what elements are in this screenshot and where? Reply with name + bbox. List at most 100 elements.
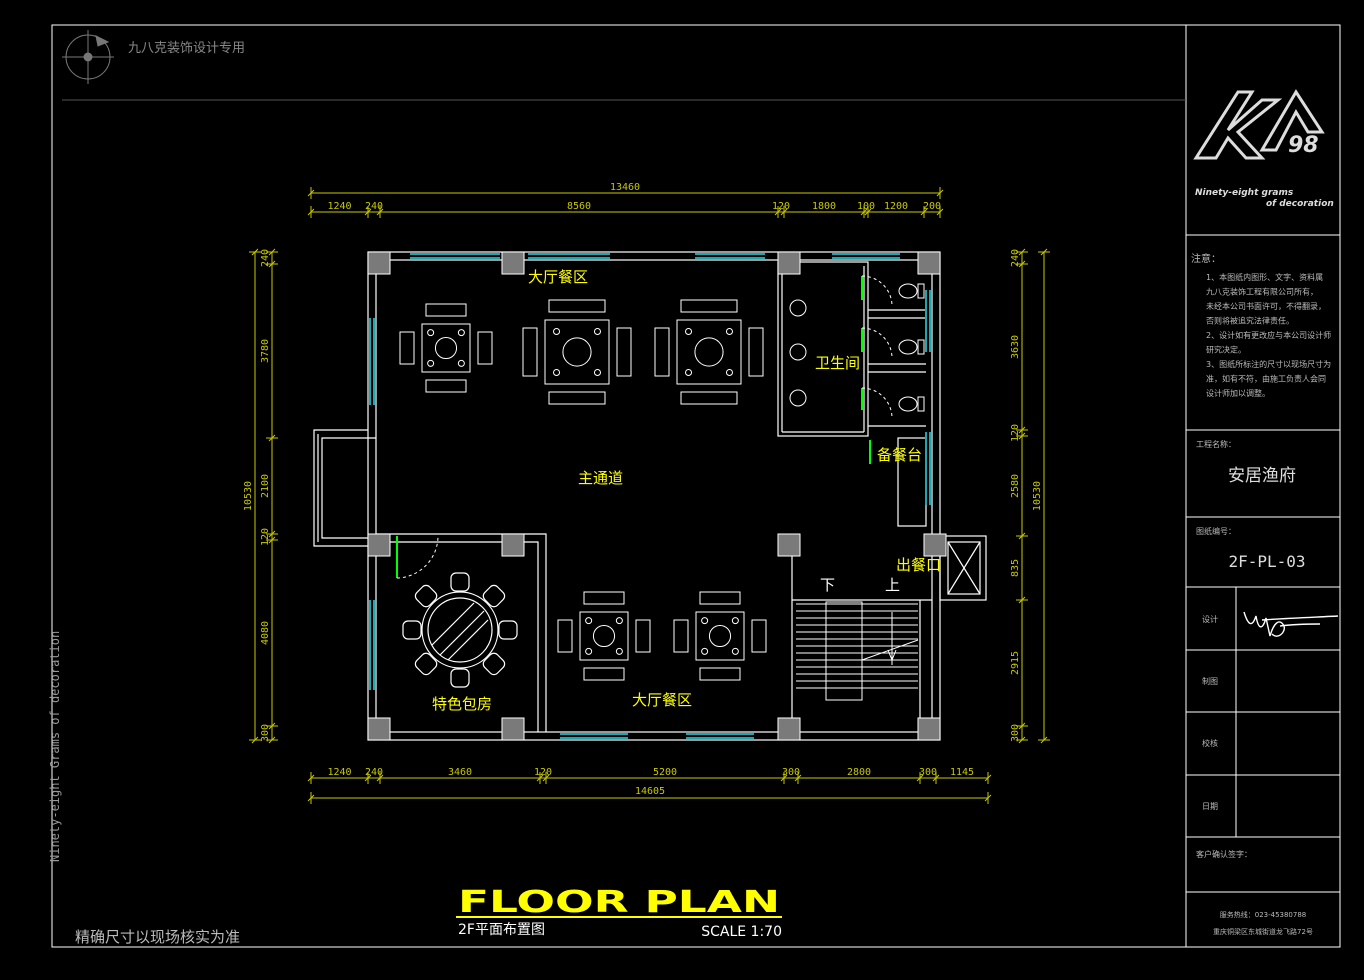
chair-icon — [402, 620, 422, 640]
window-icon — [686, 733, 754, 739]
title-block: 工程名称： 安居渔府 图纸编号： 2F-PL-03 设计 制图 校核 日期 客户… — [1196, 439, 1339, 936]
column — [777, 717, 801, 741]
room-labels: 大厅餐区 卫生间 主通道 备餐台 出餐口 特色包房 大厅餐区 下 上 — [432, 268, 941, 713]
label-hall-bottom: 大厅餐区 — [632, 691, 692, 709]
note-line: 未经本公司书面许可，不得翻录， — [1206, 301, 1326, 311]
dimension-label: 1240 — [327, 767, 351, 778]
toilet-icon — [898, 283, 925, 412]
column — [777, 533, 801, 557]
dimension-label: 240 — [365, 201, 383, 212]
project-name: 安居渔府 — [1228, 466, 1296, 486]
note-line: 九八克装饰工程有限公司所有， — [1206, 287, 1318, 297]
window-icon — [925, 290, 931, 352]
dimension-label: 120 — [260, 528, 271, 546]
dining-table-icon — [522, 299, 632, 405]
project-label: 工程名称： — [1196, 439, 1236, 449]
note-line: 准，如有不符，由施工负责人会同 — [1206, 374, 1326, 384]
dimension-label: 10530 — [1032, 481, 1043, 511]
watermark-vertical: Ninety-eight Grams of decoration — [48, 631, 62, 862]
dining-table-icon — [654, 299, 764, 405]
column — [501, 533, 525, 557]
watermark: 九八克装饰设计专用 Ninety-eight Grams of decorati… — [48, 30, 245, 862]
column — [917, 251, 941, 275]
chair-icon — [482, 584, 506, 608]
window-icon — [369, 318, 375, 405]
floor-plan: 大厅餐区 卫生间 主通道 备餐台 出餐口 特色包房 大厅餐区 下 上 — [313, 251, 987, 741]
window-icon — [925, 432, 931, 505]
dimension-label: 2100 — [260, 474, 271, 498]
dimension-label: 300 — [782, 767, 800, 778]
drawing-no: 2F-PL-03 — [1228, 552, 1305, 571]
column — [917, 717, 941, 741]
label-restroom: 卫生间 — [815, 354, 860, 372]
dimension-label: 240 — [1010, 249, 1021, 267]
watermark-company: 九八克装饰设计专用 — [128, 41, 245, 56]
dining-table-icon — [673, 591, 767, 681]
column — [923, 533, 947, 557]
structural-columns — [367, 251, 947, 741]
sink-icon — [789, 299, 807, 407]
window-icon — [369, 600, 375, 690]
signature-icon — [1243, 611, 1339, 637]
logo-tagline-1: Ninety-eight grams — [1195, 188, 1294, 198]
column — [367, 251, 391, 275]
label-stairs-up: 上 — [885, 576, 900, 594]
window-icon — [560, 733, 628, 739]
window-icon — [832, 253, 900, 259]
dimension-label: 4080 — [260, 621, 271, 645]
plan-title: FLOOR PLAN — [458, 885, 780, 920]
dimension-lines — [249, 187, 1050, 804]
date-label: 日期 — [1202, 802, 1218, 811]
column — [501, 717, 525, 741]
chair-icon — [450, 668, 470, 688]
footer: 精确尺寸以现场核实为准 FLOOR PLAN 2F平面布置图 SCALE 1:7… — [75, 885, 782, 946]
dimension-label: 1200 — [884, 201, 908, 212]
staircase — [796, 601, 919, 701]
label-main-aisle: 主通道 — [578, 469, 623, 487]
dimension-label: 5200 — [653, 767, 677, 778]
restroom-fixtures — [789, 283, 925, 412]
logo-mark-icon — [1193, 89, 1325, 160]
dining-table-icon — [557, 591, 651, 681]
dimension-label: 13460 — [610, 182, 640, 193]
window-icon — [528, 253, 610, 259]
check-label: 校核 — [1202, 738, 1218, 748]
round-table-icon — [421, 591, 499, 669]
chair-icon — [498, 620, 518, 640]
plan-scale: SCALE 1:70 — [701, 924, 782, 940]
dimension-label: 3460 — [448, 767, 472, 778]
dimension-label: 300 — [1010, 724, 1021, 742]
dimension-label: 120 — [1010, 424, 1021, 442]
company-logo: 98 Ninety-eight grams of decoration — [1193, 89, 1334, 209]
note-line: 1、本图纸内图形、文字、资料属 — [1206, 272, 1323, 282]
drawing-no-label: 图纸编号： — [1196, 526, 1236, 536]
dimension-label: 835 — [1010, 559, 1021, 577]
logo-tagline-2: of decoration — [1266, 199, 1334, 209]
dimension-label: 100 — [857, 201, 875, 212]
dimension-label: 2580 — [1010, 474, 1021, 498]
column — [501, 251, 525, 275]
column — [367, 533, 391, 557]
plan-subtitle: 2F平面布置图 — [458, 922, 545, 938]
restroom-door-icon — [861, 275, 893, 464]
notes-heading: 注意： — [1191, 252, 1221, 265]
label-private-room: 特色包房 — [432, 695, 492, 713]
dimension-label: 1800 — [812, 201, 836, 212]
dimension-label: 300 — [919, 767, 937, 778]
dimension-label: 3780 — [260, 339, 271, 363]
chair-icon — [482, 652, 506, 676]
label-service-station: 备餐台 — [877, 446, 922, 464]
windows — [369, 253, 931, 739]
label-hall-top: 大厅餐区 — [528, 268, 588, 286]
dining-furniture — [399, 299, 767, 681]
chair-icon — [450, 572, 470, 592]
logo-number: 98 — [1288, 133, 1319, 158]
chair-icon — [414, 652, 438, 676]
window-icon — [695, 253, 765, 259]
note-line: 设计师加以调整。 — [1206, 388, 1270, 398]
round-table-chairs — [402, 572, 518, 688]
